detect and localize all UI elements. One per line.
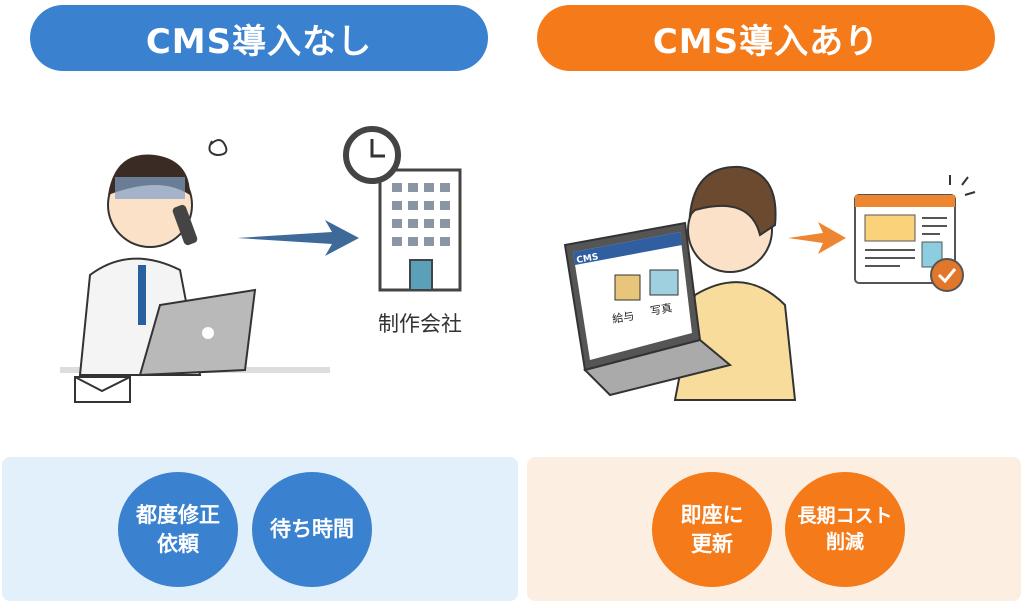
point-instant-update: 即座に 更新 — [652, 472, 772, 587]
header-without-cms: CMS導入なし — [30, 5, 488, 71]
office-building-clock-icon — [343, 126, 462, 292]
laptop-tile-salary: 給与 — [611, 308, 635, 326]
production-company-label: 制作会社 — [378, 312, 462, 336]
laptop-cms-title: CMS — [576, 252, 599, 266]
arrow-right-icon — [788, 222, 846, 254]
arrow-right-icon — [237, 220, 359, 256]
stressed-worker-illustration — [60, 139, 330, 403]
updated-webpage-check-icon — [854, 175, 976, 292]
point-long-term-cost-reduction: 長期コスト 削減 — [785, 472, 905, 587]
laptop-tile-photo: 写真 — [649, 300, 673, 318]
with-cms-panel — [527, 457, 1021, 601]
happy-worker-cms-illustration: CMS 給与 写真 — [563, 165, 797, 401]
header-with-cms: CMS導入あり — [537, 5, 995, 71]
point-per-edit-request: 都度修正 依頼 — [118, 472, 238, 587]
point-waiting-time: 待ち時間 — [252, 472, 372, 587]
